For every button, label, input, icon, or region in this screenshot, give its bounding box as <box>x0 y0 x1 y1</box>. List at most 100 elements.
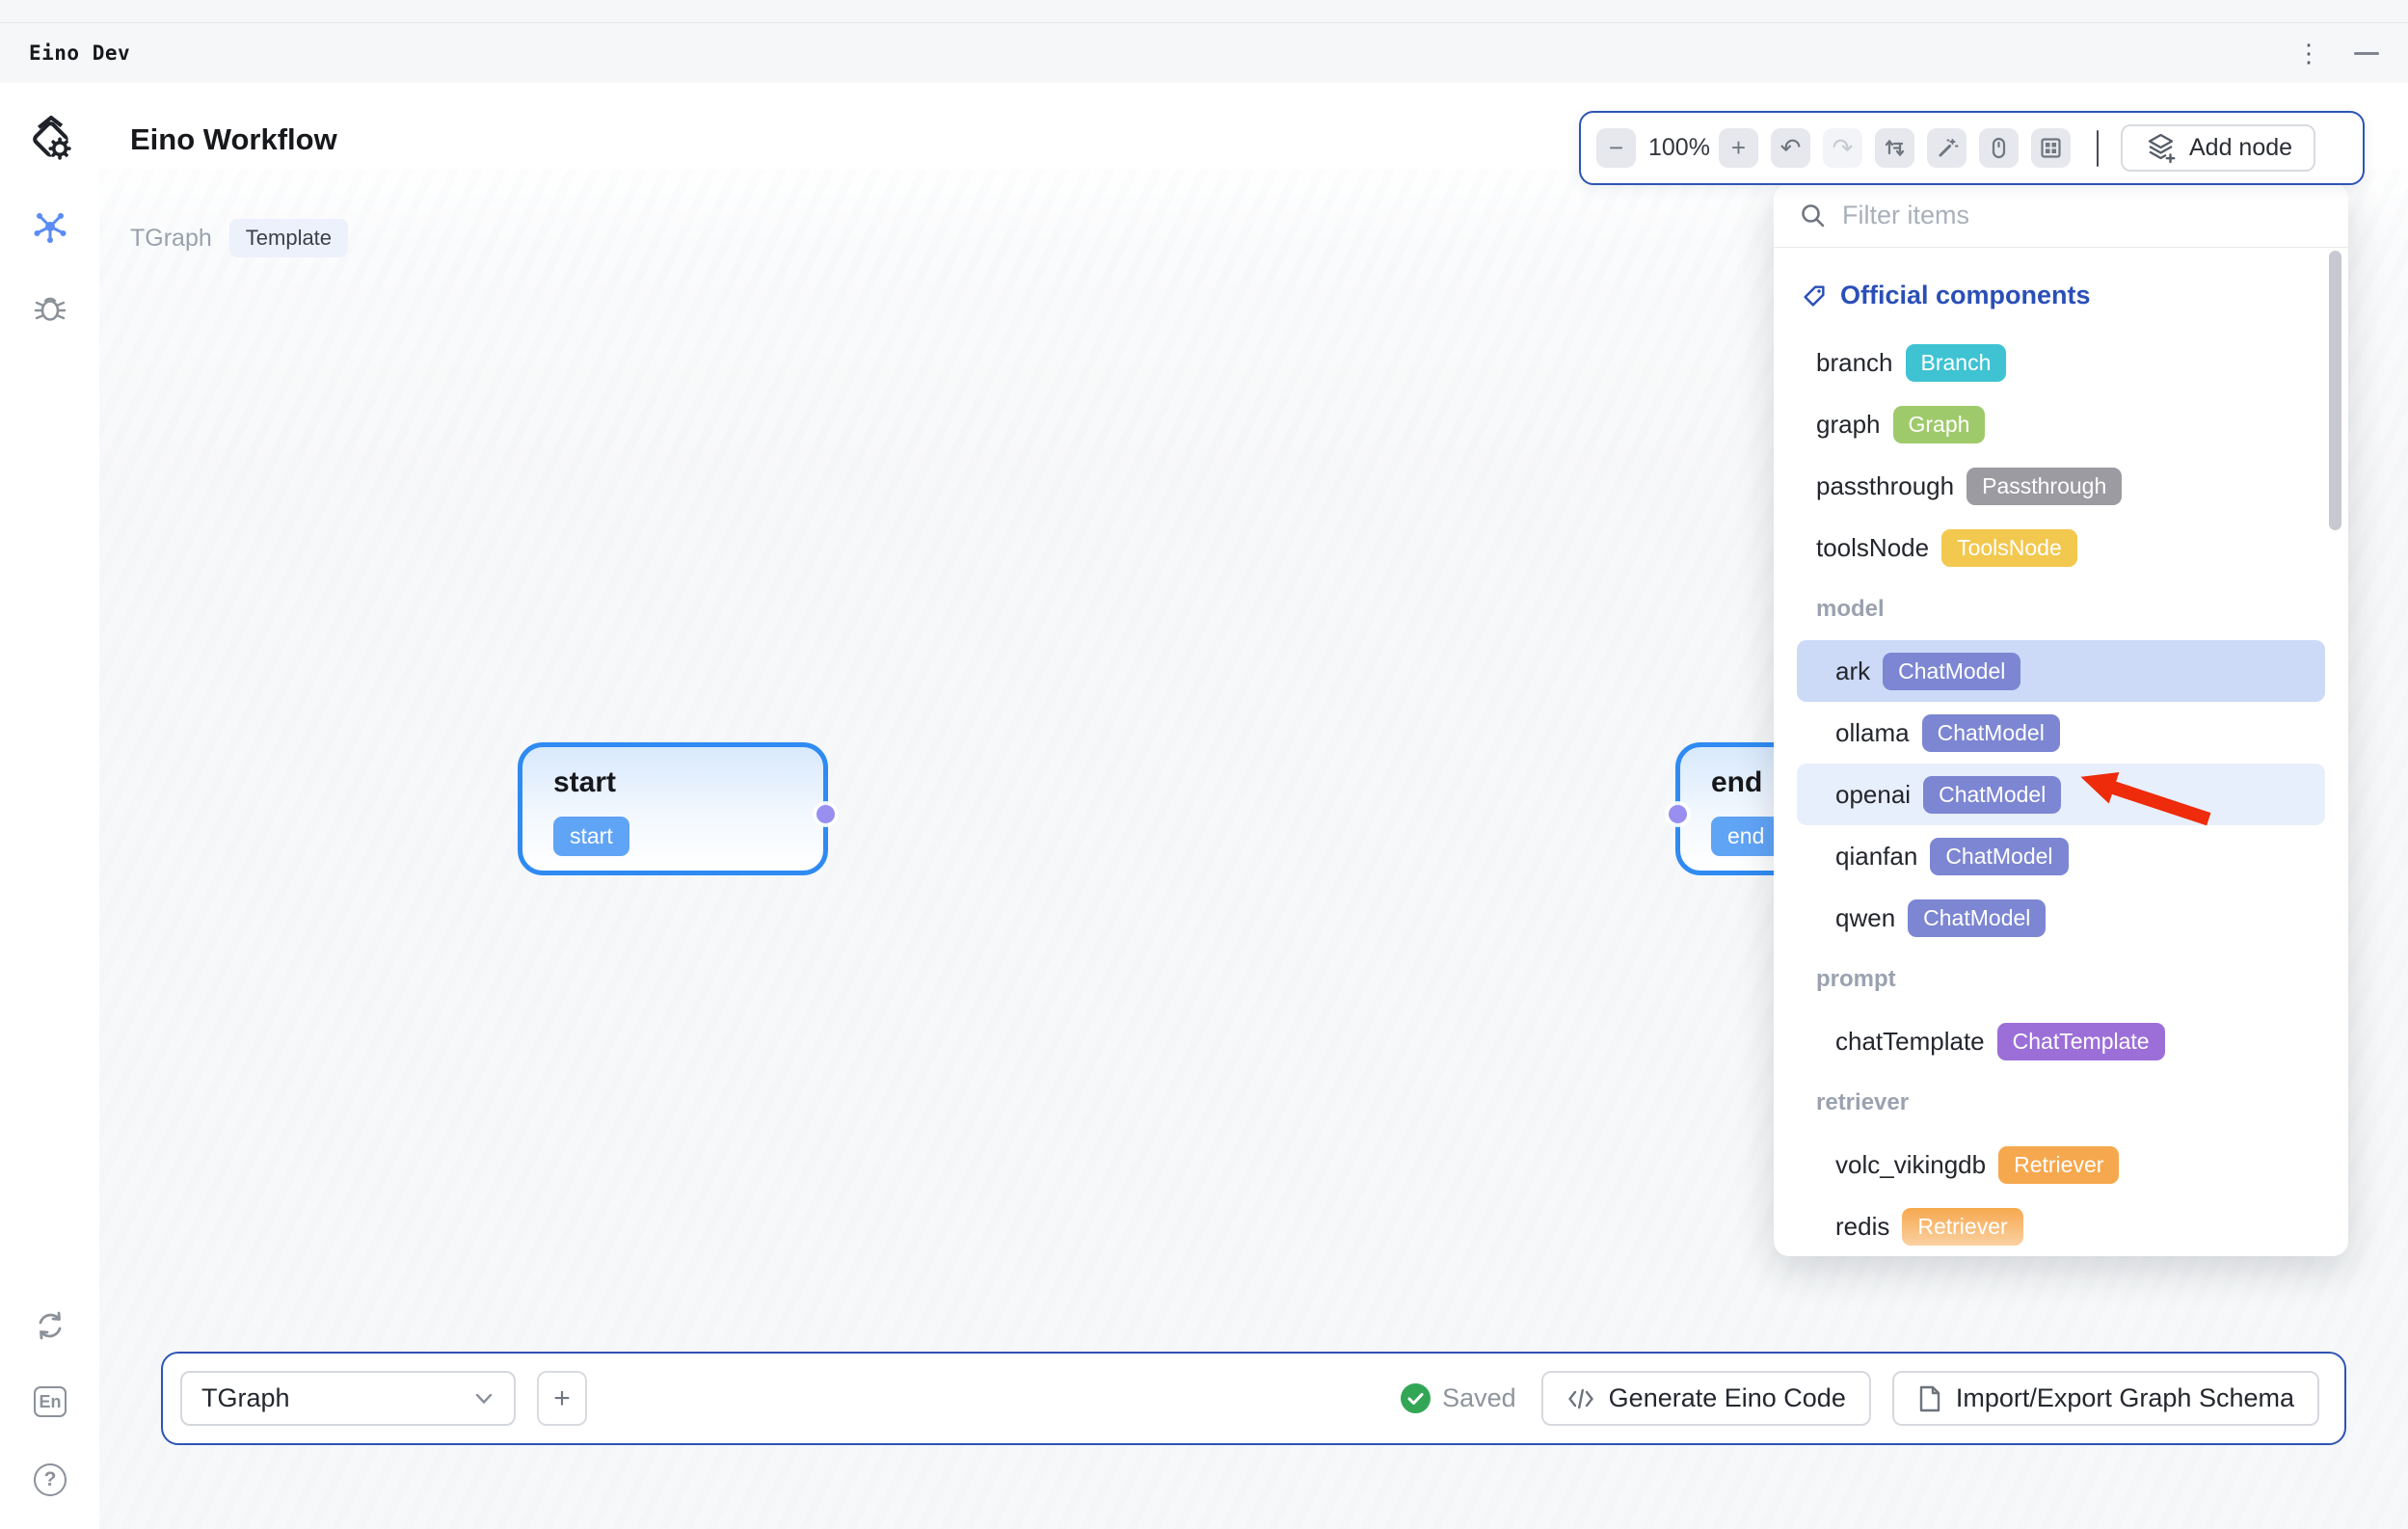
bottom-bar: TGraph + Saved Generate Eino Code <box>161 1352 2346 1445</box>
add-node-button[interactable]: Add node <box>2121 124 2316 172</box>
template-chip: Template <box>228 219 349 257</box>
component-type-badge: ChatModel <box>1930 837 2069 875</box>
panel-scrollbar[interactable] <box>2329 251 2341 530</box>
component-item-graph[interactable]: graph Graph <box>1797 393 2325 455</box>
mouse-icon <box>1992 137 2006 159</box>
chevron-down-icon <box>475 1393 493 1404</box>
filter-row <box>1774 183 2348 248</box>
component-item-branch[interactable]: branch Branch <box>1797 332 2325 393</box>
grid-layout-icon <box>2041 138 2061 158</box>
filter-items-input[interactable] <box>1842 200 2323 230</box>
page-title: Eino Workflow <box>130 122 337 156</box>
component-type-badge: ChatTemplate <box>1996 1022 2165 1060</box>
refresh-icon <box>39 1311 62 1340</box>
auto-layout-button[interactable] <box>1875 128 1914 168</box>
generate-code-label: Generate Eino Code <box>1608 1383 1846 1412</box>
help-icon: ? <box>34 1463 67 1496</box>
input-port[interactable] <box>1669 805 1687 823</box>
toolbar-divider <box>2097 129 2099 167</box>
graph-select-value: TGraph <box>201 1383 290 1412</box>
node-title: end <box>1711 766 1763 798</box>
magic-wand-button[interactable] <box>1927 128 1967 168</box>
saved-label: Saved <box>1442 1383 1516 1412</box>
eino-logo-icon <box>33 115 71 160</box>
node-start[interactable]: start start <box>518 742 835 875</box>
import-export-button[interactable]: Import/Export Graph Schema <box>1891 1371 2319 1426</box>
undo-button[interactable]: ↶ <box>1771 128 1810 168</box>
component-item-toolsNode[interactable]: toolsNode ToolsNode <box>1797 517 2325 578</box>
component-name: chatTemplate <box>1835 1026 1985 1056</box>
component-name: passthrough <box>1816 470 1955 500</box>
component-type-badge: ChatModel <box>1923 775 2062 814</box>
document-icon <box>1919 1385 1940 1411</box>
sidebar-item-language[interactable]: En <box>30 1381 70 1422</box>
component-item-volc_vikingdb[interactable]: volc_vikingdb Retriever <box>1797 1134 2325 1195</box>
component-item-openai[interactable]: openai ChatModel <box>1797 762 2325 827</box>
component-type-badge: Graph <box>1892 405 1986 443</box>
sidebar-item-workflow[interactable] <box>30 206 70 247</box>
canvas-toolbar: − 100% + ↶ ↷ <box>1579 111 2365 185</box>
official-components-heading: Official components <box>1801 281 2325 310</box>
kebab-menu-icon[interactable]: ⋮ <box>2296 39 2321 67</box>
component-type-badge: Branch <box>1905 343 2007 382</box>
component-item-ollama[interactable]: ollama ChatModel <box>1797 702 2325 764</box>
component-name: qianfan <box>1835 841 1918 871</box>
tag-icon <box>1804 284 1825 307</box>
component-item-ark[interactable]: ark ChatModel <box>1797 640 2325 702</box>
bug-icon <box>34 297 67 321</box>
component-name: ollama <box>1835 717 1910 747</box>
component-type-badge: ToolsNode <box>1941 528 2077 567</box>
add-graph-button[interactable]: + <box>537 1371 587 1426</box>
add-node-label: Add node <box>2189 134 2293 161</box>
minimap-button[interactable] <box>2031 128 2071 168</box>
component-item-qwen[interactable]: qwen ChatModel <box>1797 887 2325 949</box>
generate-code-button[interactable]: Generate Eino Code <box>1540 1371 1871 1426</box>
component-name: branch <box>1816 347 1893 377</box>
sidebar-item-help[interactable]: ? <box>30 1460 70 1500</box>
component-item-chatTemplate[interactable]: chatTemplate ChatTemplate <box>1797 1010 2325 1072</box>
window-title: Eino Dev <box>29 41 131 65</box>
sidebar-item-debug[interactable] <box>30 287 70 328</box>
app-logo <box>21 110 81 170</box>
window-titlebar: Eino Dev ⋮ <box>0 22 2408 83</box>
graph-select[interactable]: TGraph <box>180 1371 516 1426</box>
vertical-layout-icon <box>1885 139 1905 157</box>
save-status: Saved <box>1401 1383 1516 1413</box>
mouse-mode-button[interactable] <box>1979 128 2019 168</box>
breadcrumb: TGraph Template <box>130 219 349 257</box>
component-item-qianfan[interactable]: qianfan ChatModel <box>1797 825 2325 887</box>
component-name: ark <box>1835 656 1871 685</box>
component-name: openai <box>1835 779 1912 809</box>
node-type-badge: start <box>553 817 629 856</box>
component-name: volc_vikingdb <box>1835 1149 1987 1179</box>
component-type-badge: ChatModel <box>1908 899 2047 937</box>
minimize-icon[interactable] <box>2354 51 2379 55</box>
component-type-badge: Retriever <box>1998 1145 2120 1184</box>
official-components-label: Official components <box>1840 281 2091 309</box>
output-port[interactable] <box>816 805 835 823</box>
search-icon <box>1802 203 1825 227</box>
pointer-arrow <box>2074 762 2219 827</box>
section-label-model: model <box>1816 596 1885 622</box>
sidebar-item-refresh[interactable] <box>30 1305 70 1346</box>
zoom-out-button[interactable]: − <box>1596 128 1636 168</box>
left-sidebar: En ? <box>0 83 99 1529</box>
component-name: redis <box>1835 1211 1890 1241</box>
code-icon <box>1567 1388 1593 1408</box>
section-label-prompt: prompt <box>1816 966 1896 992</box>
component-name: toolsNode <box>1816 532 1930 562</box>
component-type-badge: ChatModel <box>1921 713 2060 752</box>
component-type-badge: ChatModel <box>1883 652 2021 690</box>
zoom-in-button[interactable]: + <box>1719 128 1758 168</box>
section-label-retriever: retriever <box>1816 1089 1910 1115</box>
import-export-label: Import/Export Graph Schema <box>1955 1383 2294 1412</box>
workflow-graph-icon <box>34 213 67 243</box>
component-name: qwen <box>1835 902 1896 932</box>
component-name: graph <box>1816 409 1881 439</box>
saved-check-icon <box>1401 1383 1431 1413</box>
node-type-badge: end <box>1711 817 1781 856</box>
